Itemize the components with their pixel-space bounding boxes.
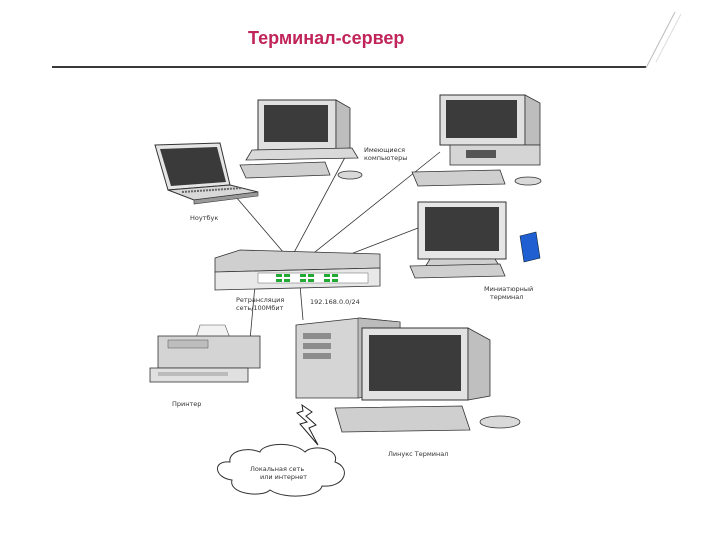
mini-terminal-label-line2: терминал: [490, 293, 524, 301]
mini-terminal-label-line1: Миниатюрный: [484, 285, 534, 293]
ip-label: 192.168.0.0/24: [310, 298, 360, 306]
slide-title: Терминал-сервер: [248, 28, 405, 48]
title-underline: [52, 66, 646, 68]
legacy-pc-label-line2: компьютеры: [364, 154, 408, 162]
legacy-pc-label-line1: Имеющиеся: [364, 146, 406, 154]
mini-terminal-icon: [409, 201, 541, 279]
cloud-label-line2: или интернет: [260, 473, 308, 481]
switch-label-line2: сеть/100Мбит: [236, 304, 284, 312]
printer-label: Принтер: [172, 400, 202, 408]
cloud-icon: [217, 444, 345, 497]
legacy-computer-icon: [239, 99, 363, 180]
laptop-label: Ноутбук: [190, 214, 219, 222]
switch-label-line1: Ретрансляция: [236, 296, 285, 304]
corner-line: [655, 13, 682, 63]
laptop-icon: [154, 142, 259, 205]
lightning-icon: [296, 403, 319, 446]
cloud-label-line1: Локальная сеть: [250, 465, 305, 473]
printer-icon: [149, 324, 261, 383]
network-switch-icon: [214, 249, 381, 291]
linux-terminal-label: Линукс Терминал: [388, 450, 449, 458]
linux-terminal-icon: [295, 317, 521, 433]
corner-line: [645, 11, 676, 69]
legacy-computer-icon: [411, 94, 542, 187]
